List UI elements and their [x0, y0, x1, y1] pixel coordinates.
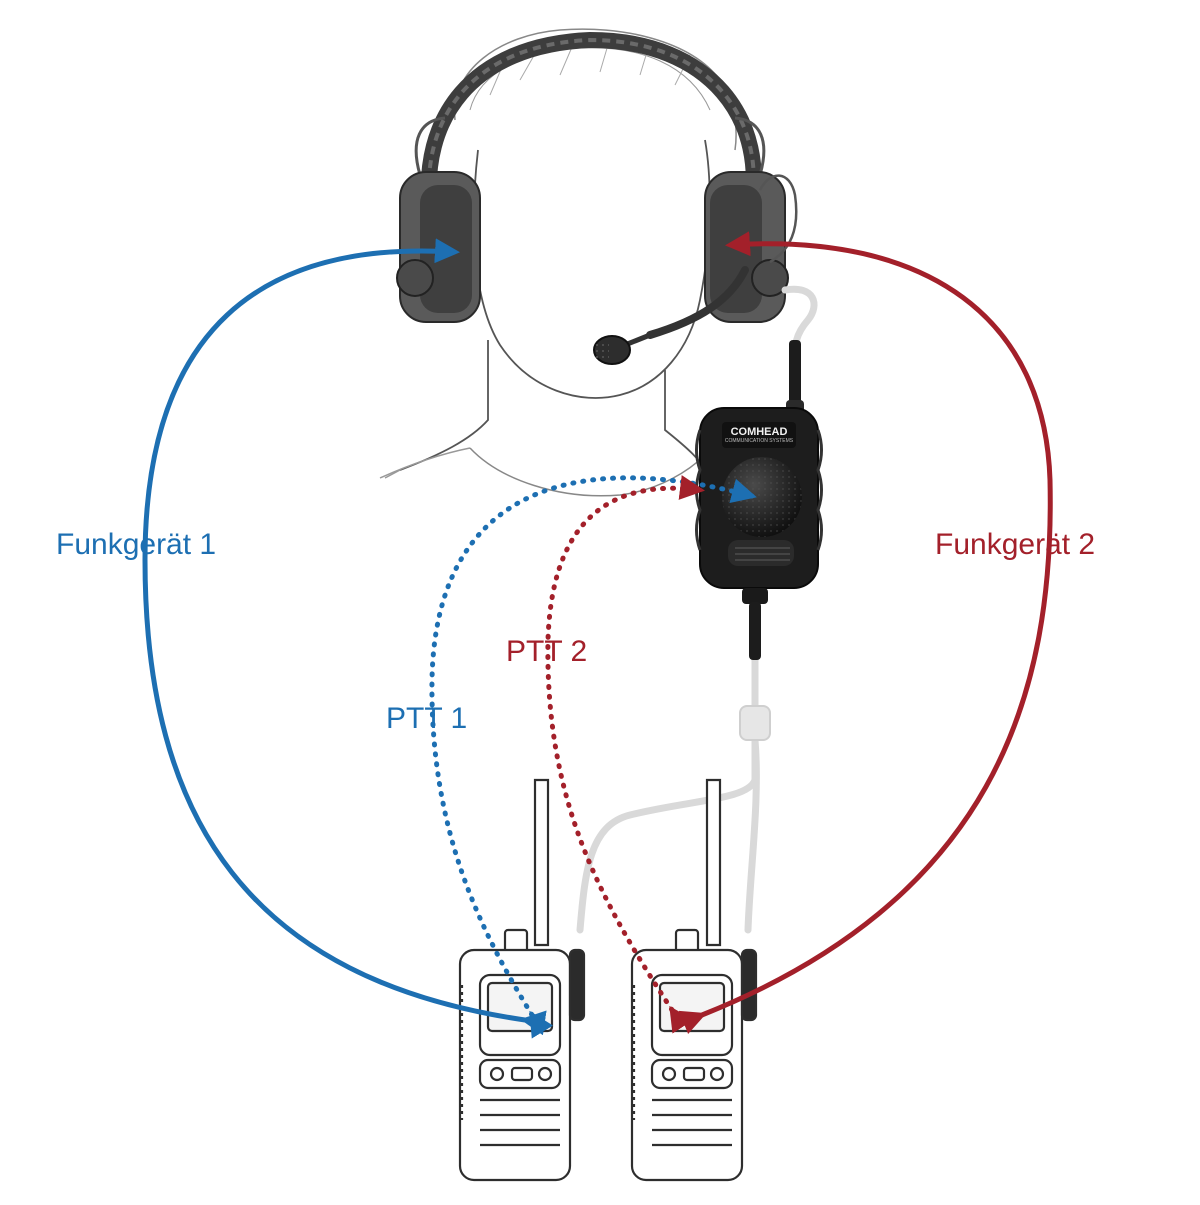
radio-1-illustration: [458, 778, 572, 1182]
ptt-2-label: PTT 2: [506, 635, 588, 668]
ptt-1-label: PTT 1: [386, 702, 468, 735]
headset-illustration: [396, 31, 798, 365]
radio-1-label: Funkgerät 1: [56, 528, 217, 561]
ptt-brand-label: COMHEAD: [730, 426, 788, 438]
ptt-brand-subtitle: COMMUNICATION SYSTEMS: [724, 438, 794, 444]
radio-2-label: Funkgerät 2: [935, 528, 1096, 561]
ptt-1-arrow: [429, 475, 757, 1039]
cable-connector: [739, 705, 771, 741]
radio-2-audio-arrow: [678, 231, 1053, 1035]
ptt-2-arrow: [545, 475, 705, 1034]
radio-1-audio-arrow: [142, 238, 547, 1036]
cable-lines: [576, 285, 818, 934]
ptt-unit-illustration: [695, 340, 823, 660]
